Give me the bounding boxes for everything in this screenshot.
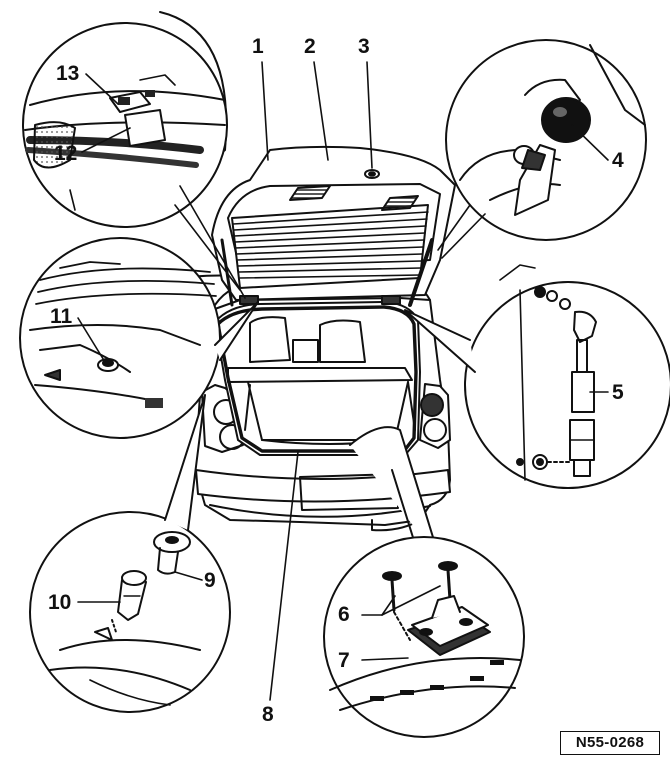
striker-plate: [407, 595, 491, 656]
callout-8: 8: [262, 703, 274, 726]
callout-12: 12: [54, 142, 78, 165]
callout-1: 1: [252, 35, 264, 58]
callout-6: 6: [338, 603, 350, 626]
callout-10: 10: [48, 591, 72, 614]
tailgate-seal: [216, 305, 418, 453]
detail-circle-9-10: [29, 394, 231, 713]
detail-circle-6-7: [323, 426, 525, 738]
tail-light-right: [419, 383, 451, 449]
detail-circle-11: [19, 237, 259, 439]
gas-strut: [516, 286, 597, 477]
tailgate: [211, 145, 456, 307]
detail-circle-5: [404, 264, 670, 489]
detail-circle-12-13: [22, 11, 228, 228]
callout-7: 7: [338, 649, 350, 672]
figure-code-label: N55-0268: [560, 731, 660, 755]
callout-13: 13: [56, 62, 80, 85]
leader-lines: [77, 61, 609, 701]
callout-2: 2: [304, 35, 316, 58]
callout-4: 4: [612, 149, 624, 172]
callout-9: 9: [204, 569, 216, 592]
detail-circle-4: [445, 39, 647, 241]
car-rear-body: [167, 274, 451, 532]
callout-11: 11: [50, 305, 73, 328]
callout-5: 5: [612, 381, 624, 404]
callout-3: 3: [358, 35, 370, 58]
